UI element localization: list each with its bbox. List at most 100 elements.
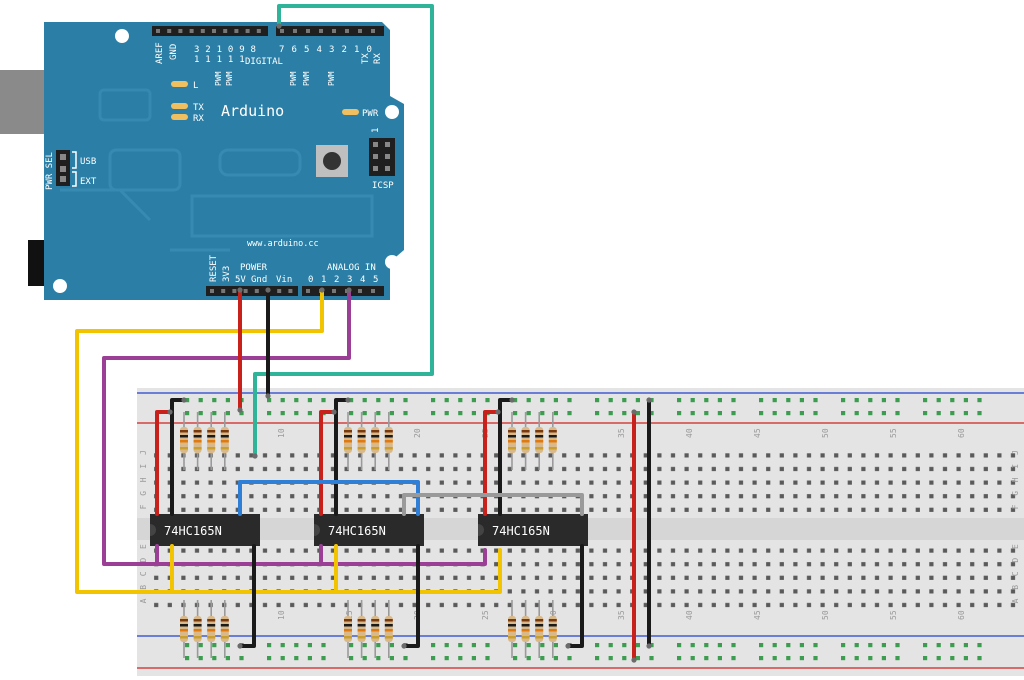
wire-black-bottom-chip2: [402, 544, 420, 648]
rail-hole: [389, 411, 394, 416]
rail-hole: [813, 643, 818, 648]
rail-hole: [513, 411, 518, 416]
resistor-band: [371, 619, 380, 622]
label-vin: Vin: [276, 275, 292, 285]
rail-hole: [595, 411, 600, 416]
rail-hole: [704, 398, 709, 403]
label-pwr-sel: PWR SEL: [45, 152, 55, 190]
resistor-band: [207, 435, 216, 438]
column-number: 40: [685, 610, 694, 620]
rail-hole: [349, 643, 354, 648]
rail-hole: [772, 398, 777, 403]
column-number: 20: [413, 428, 422, 438]
rail-hole: [540, 398, 545, 403]
rail-hole: [786, 643, 791, 648]
resistor-band: [521, 624, 530, 627]
mount-hole: [385, 255, 399, 269]
rail-hole: [280, 656, 285, 661]
rail-hole: [772, 656, 777, 661]
pwm-label: PWM: [302, 71, 311, 86]
wire-end: [495, 409, 501, 415]
rail-hole: [458, 656, 463, 661]
wire-end: [509, 397, 515, 403]
led-rx: [171, 114, 188, 120]
column-number: 45: [753, 610, 762, 620]
rail-hole: [212, 411, 217, 416]
rail-hole: [977, 656, 982, 661]
row-letter: A: [1011, 598, 1020, 603]
row-letter: I: [1011, 464, 1020, 469]
digital-header-left: [152, 26, 268, 36]
column-number: 60: [957, 610, 966, 620]
header-pin: [189, 29, 194, 33]
row-letter: D: [1011, 558, 1020, 563]
rail-hole: [622, 411, 627, 416]
label-led-tx: TX: [193, 103, 204, 113]
resistor-band: [384, 430, 393, 433]
rail-hole: [731, 643, 736, 648]
rail-hole: [690, 643, 695, 648]
header-pin: [371, 29, 375, 33]
rail-hole: [963, 398, 968, 403]
digital-pin-number: 7: [279, 45, 284, 55]
rail-hole: [431, 411, 436, 416]
resistor-band: [357, 447, 366, 450]
rail-hole: [950, 398, 955, 403]
rail-hole: [759, 411, 764, 416]
rail-hole: [294, 643, 299, 648]
rail-hole: [376, 411, 381, 416]
header-pin: [280, 29, 284, 33]
wires: [75, 4, 651, 662]
digital-pin-number: 3: [194, 45, 199, 55]
wire-black-bottom-chip1: [238, 544, 256, 648]
resistor-band: [357, 624, 366, 627]
resistor-band: [220, 624, 229, 627]
rail-hole: [431, 643, 436, 648]
wire-end: [237, 407, 243, 413]
rail-hole: [553, 656, 558, 661]
resistor-band: [521, 435, 530, 438]
rail-hole: [759, 643, 764, 648]
rail-hole: [786, 656, 791, 661]
resistor-band: [535, 619, 544, 622]
resistor-band: [508, 440, 516, 443]
resistor-band: [193, 447, 202, 450]
row-letter: I: [139, 464, 148, 469]
rail-hole: [471, 656, 476, 661]
row-letter: E: [1011, 544, 1020, 549]
header-pin: [277, 289, 282, 293]
resistor-band: [207, 636, 216, 639]
rail-hole: [280, 411, 285, 416]
label-gnd-power: Gnd: [251, 275, 267, 285]
resistor-band: [521, 619, 530, 622]
row-letter: F: [139, 504, 148, 509]
rail-hole: [280, 398, 285, 403]
rail-hole: [772, 411, 777, 416]
rail-hole: [485, 656, 490, 661]
rail-hole: [854, 643, 859, 648]
rail-hole: [349, 411, 354, 416]
rail-hole: [799, 656, 804, 661]
digital-pin-number: 1: [194, 55, 199, 65]
pwr-sel-jumper: [56, 150, 77, 187]
rail-hole: [458, 411, 463, 416]
header-pin: [223, 29, 228, 33]
column-number: 10: [277, 428, 286, 438]
header-pin: [254, 289, 259, 293]
rail-hole: [198, 643, 203, 648]
rail-hole: [704, 411, 709, 416]
rail-hole: [813, 656, 818, 661]
resistor-band: [535, 629, 544, 632]
resistor-band: [344, 624, 352, 627]
rail-hole: [704, 643, 709, 648]
rail-hole: [841, 643, 846, 648]
rail-hole: [868, 656, 873, 661]
rail-hole: [649, 411, 654, 416]
rail-hole: [431, 398, 436, 403]
rail-hole: [635, 656, 640, 661]
rail-hole: [936, 411, 941, 416]
rail-hole: [649, 643, 654, 648]
resistor-band: [521, 629, 530, 632]
